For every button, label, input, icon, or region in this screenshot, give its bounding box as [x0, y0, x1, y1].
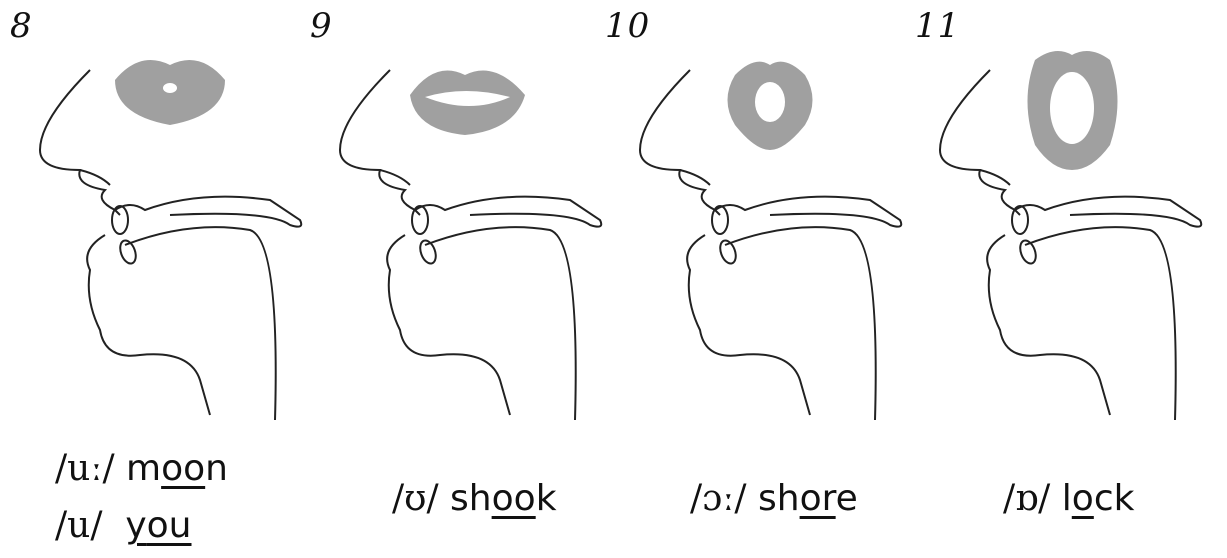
ipa-symbol: /ɔː/: [690, 478, 747, 519]
panel-number-9: 9: [310, 6, 333, 46]
vocal-tract-diagram-10: [638, 61, 903, 421]
upper-teeth: [711, 205, 729, 235]
jaw-outline: [686, 234, 811, 416]
label-10: /ɔː/ shore: [690, 478, 858, 519]
vocal-tract-diagram-8: [38, 60, 303, 421]
face-outline: [338, 69, 421, 216]
nostril-line: [79, 169, 111, 186]
tongue-outline: [1024, 226, 1177, 421]
upper-teeth: [411, 205, 429, 235]
lips-diagram-8: [115, 60, 225, 125]
nostril-line: [379, 169, 411, 186]
tongue-outline: [124, 226, 277, 421]
upper-teeth: [1011, 205, 1029, 235]
example-word: shore: [758, 478, 858, 519]
face-outline: [38, 69, 121, 216]
face-outline: [638, 69, 721, 216]
lower-teeth: [419, 239, 437, 265]
jaw-outline: [86, 234, 211, 416]
ipa-symbol: /ɒ/: [1003, 478, 1051, 519]
vocal-tract-diagram-9: [338, 69, 603, 421]
jaw-outline: [986, 234, 1111, 416]
example-word: lock: [1061, 478, 1135, 519]
diagram-panel-10: [620, 40, 920, 421]
diagram-panel-11: [920, 40, 1220, 421]
label-8-line1: /uː/ moon: [55, 448, 228, 489]
palate-outline: [1014, 195, 1203, 228]
upper-teeth: [111, 205, 129, 235]
jaw-outline: [386, 234, 511, 416]
mouth-opening: [1050, 72, 1094, 144]
mouth-opening: [755, 82, 785, 122]
example-word: you: [125, 505, 192, 546]
palate-outline: [714, 195, 903, 228]
diagram-panel-9: [320, 40, 620, 421]
example-word: moon: [126, 448, 228, 489]
panel-number-10: 10: [605, 6, 651, 46]
panel-number-8: 8: [10, 6, 33, 46]
nostril-line: [679, 169, 711, 186]
panel-number-11: 11: [915, 6, 961, 46]
mouth-opening: [163, 83, 177, 93]
ipa-symbol: /uː/: [55, 448, 115, 489]
ipa-symbol: /ʊ/: [392, 478, 439, 519]
lips-diagram-10: [727, 61, 813, 150]
label-11: /ɒ/ lock: [1003, 478, 1134, 519]
nostril-line: [979, 169, 1011, 186]
lower-teeth: [719, 239, 737, 265]
label-8-line2: /u/ you: [55, 505, 192, 546]
mouth-opening: [425, 91, 510, 106]
tongue-outline: [424, 226, 577, 421]
lower-teeth: [1019, 239, 1037, 265]
example-word: shook: [450, 478, 557, 519]
lips-diagram-9: [410, 70, 525, 135]
face-outline: [938, 69, 1021, 216]
tongue-outline: [724, 226, 877, 421]
palate-outline: [114, 195, 303, 228]
lower-teeth: [119, 239, 137, 265]
lips-diagram-11: [1027, 51, 1118, 170]
vocal-tract-diagram-11: [938, 51, 1203, 421]
label-9: /ʊ/ shook: [392, 478, 557, 519]
diagram-panel-8: [20, 40, 320, 421]
palate-outline: [414, 195, 603, 228]
ipa-symbol: /u/: [55, 505, 103, 546]
